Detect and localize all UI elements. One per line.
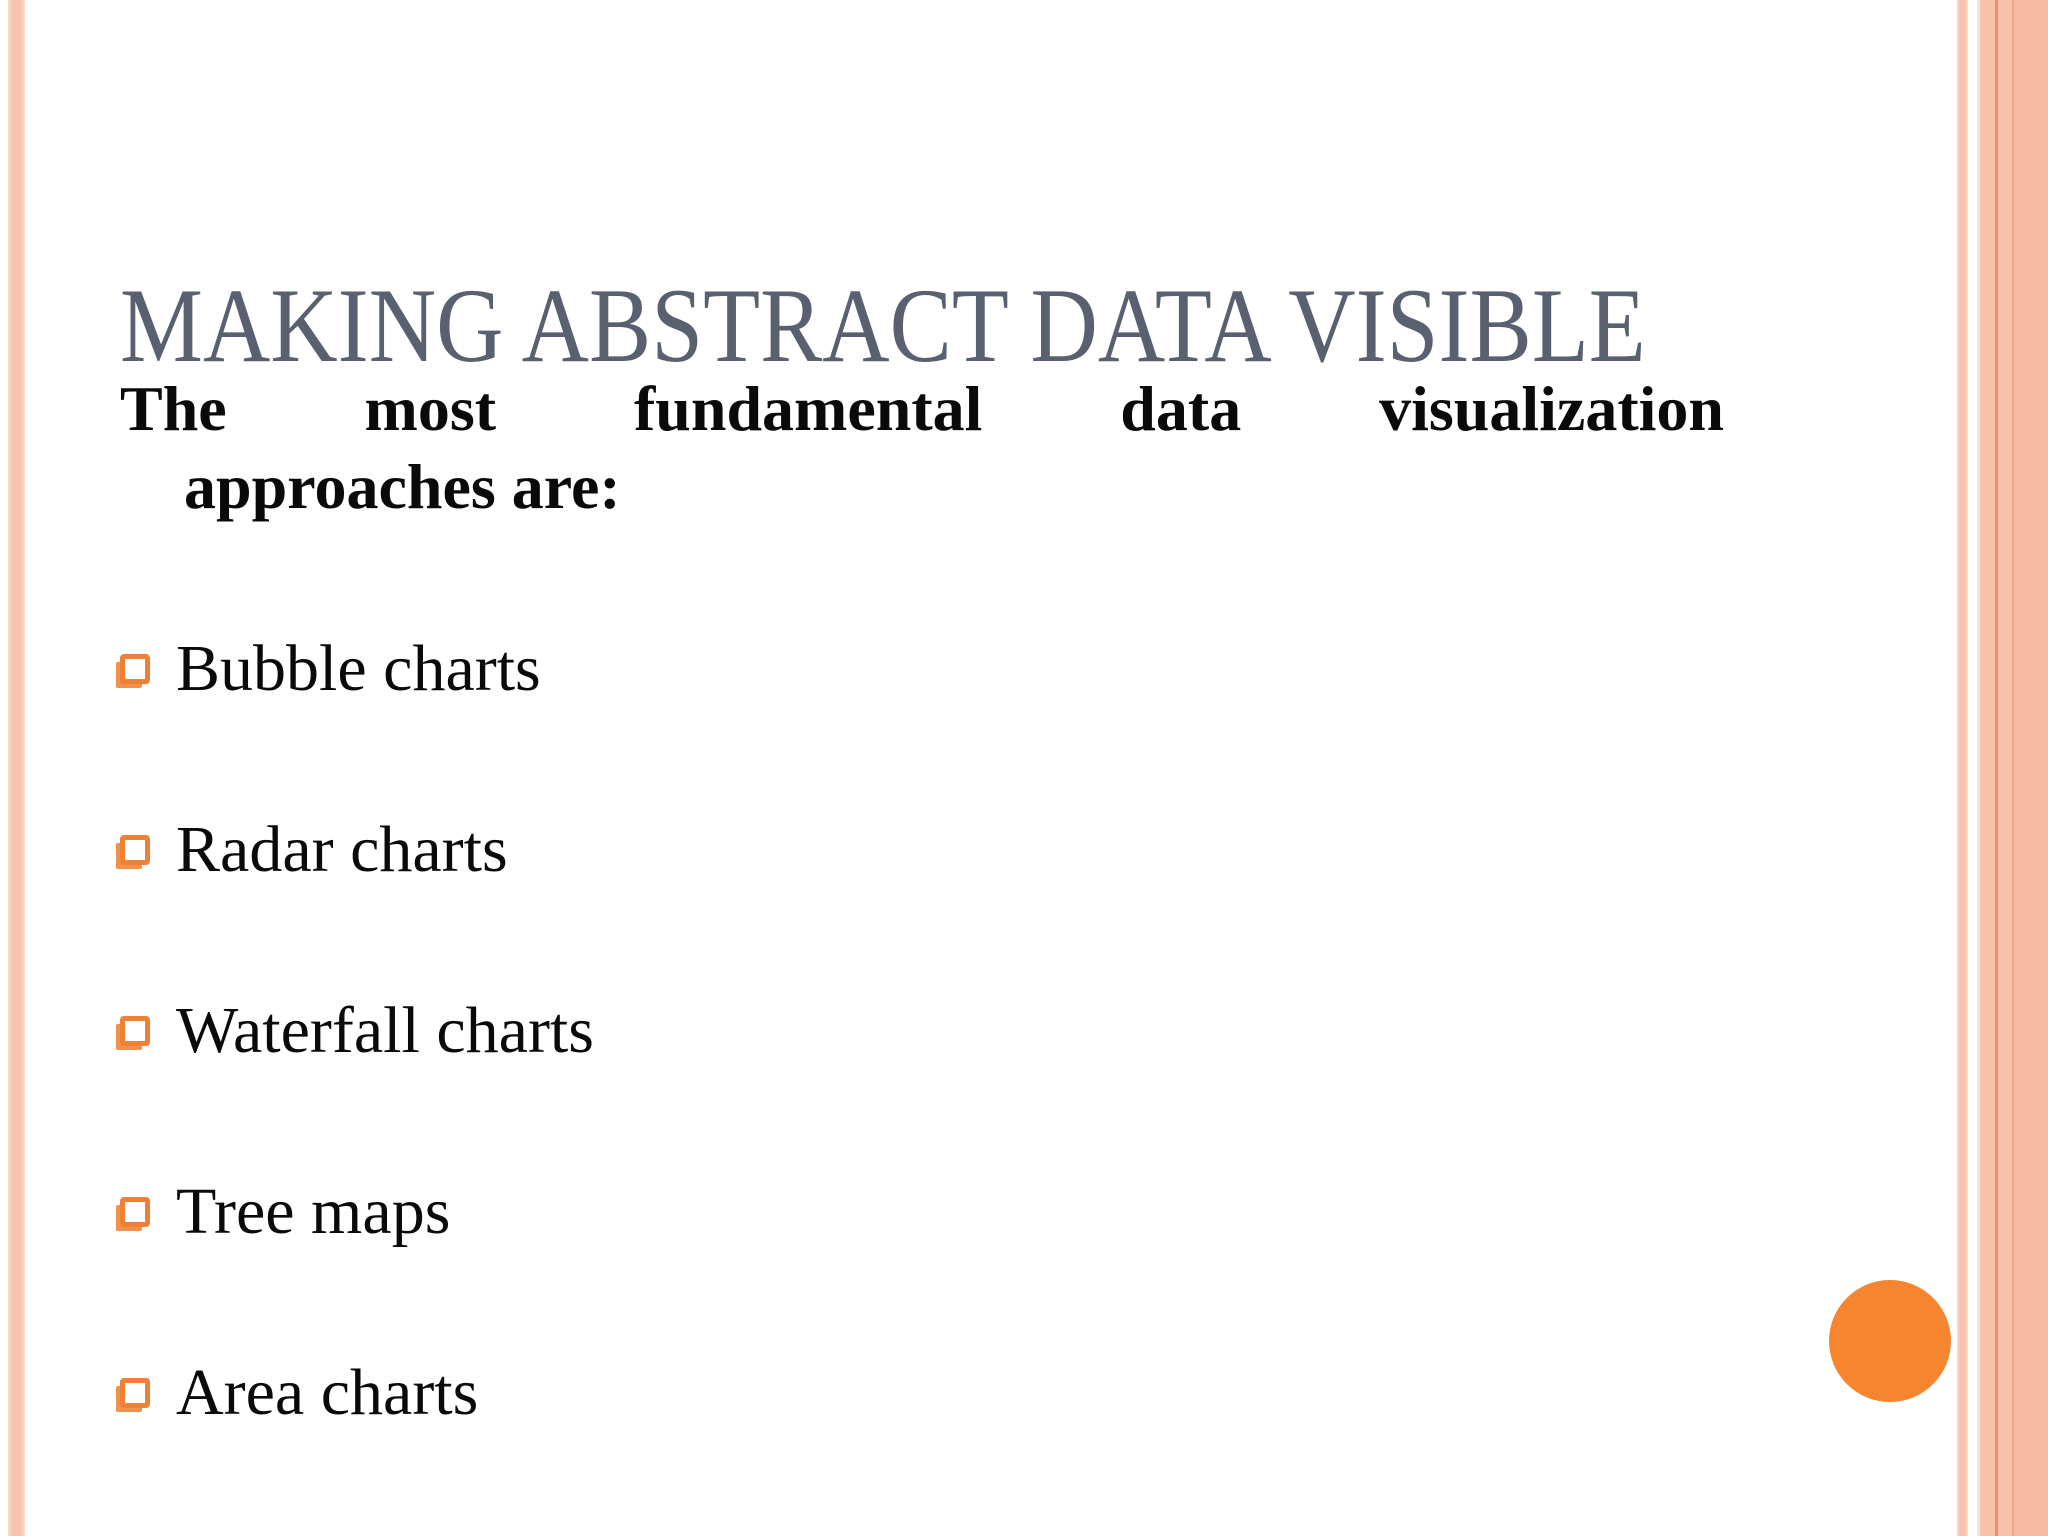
slide-title-text: MAKING ABSTRACT DATA VISIBLE [120, 267, 1646, 385]
intro-line-1: The most fundamental data visualization [120, 373, 1724, 444]
list-item: Area charts [120, 1352, 594, 1434]
right-border-stripe-thin [1957, 0, 1968, 1536]
right-border-far-band [2014, 0, 2048, 1536]
list-item-label: Radar charts [176, 813, 508, 886]
intro-paragraph: The most fundamental data visualization … [120, 370, 1724, 526]
list-item: Radar charts [120, 809, 594, 891]
right-border-dark-line [1995, 0, 1998, 1536]
intro-line-2: approaches are: [184, 451, 621, 522]
list-item-label: Bubble charts [176, 632, 541, 705]
square-bullet-icon [120, 1378, 150, 1408]
accent-circle [1829, 1280, 1951, 1402]
square-bullet-icon [120, 654, 150, 684]
slide-title: MAKING ABSTRACT DATA VISIBLE [120, 271, 1854, 381]
square-bullet-icon [120, 835, 150, 865]
bullet-list: Bubble charts Radar charts Waterfall cha… [120, 628, 594, 1533]
list-item-label: Area charts [176, 1356, 479, 1429]
square-bullet-icon [120, 1016, 150, 1046]
list-item-label: Waterfall charts [176, 994, 594, 1067]
right-border-gray-line [1977, 0, 1980, 1536]
list-item-label: Tree maps [176, 1175, 451, 1248]
square-bullet-icon [120, 1197, 150, 1227]
list-item: Bubble charts [120, 628, 594, 710]
list-item: Waterfall charts [120, 990, 594, 1072]
right-border-seam [2012, 0, 2014, 1536]
left-border-stripe [8, 0, 25, 1536]
list-item: Tree maps [120, 1171, 594, 1253]
